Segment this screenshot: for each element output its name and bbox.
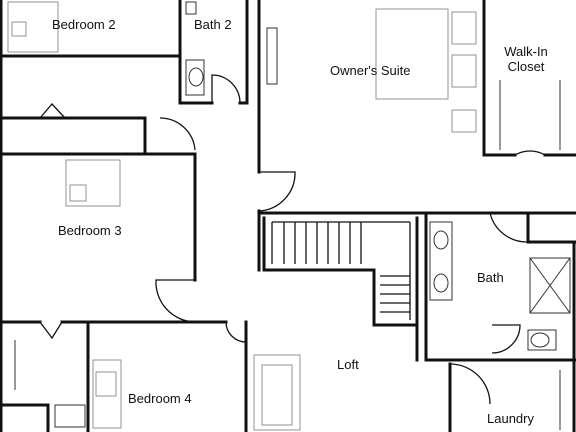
walk-in-line-2: Closet — [507, 59, 545, 74]
room-label-bath: Bath — [477, 270, 504, 285]
room-label-owners-suite: Owner's Suite — [330, 63, 411, 78]
doors — [39, 74, 546, 405]
room-label-bedroom-4: Bedroom 4 — [128, 391, 192, 406]
walk-in-line-1: Walk-In — [504, 44, 548, 59]
room-label-bath-2: Bath 2 — [194, 17, 232, 32]
room-label-walk-in-closet: Walk-In Closet — [501, 44, 551, 74]
stairs — [271, 221, 411, 320]
furniture — [7, 1, 571, 431]
room-label-bedroom-3: Bedroom 3 — [58, 223, 122, 238]
room-label-laundry: Laundry — [487, 411, 534, 426]
room-label-bedroom-2: Bedroom 2 — [52, 17, 116, 32]
room-label-loft: Loft — [337, 357, 359, 372]
